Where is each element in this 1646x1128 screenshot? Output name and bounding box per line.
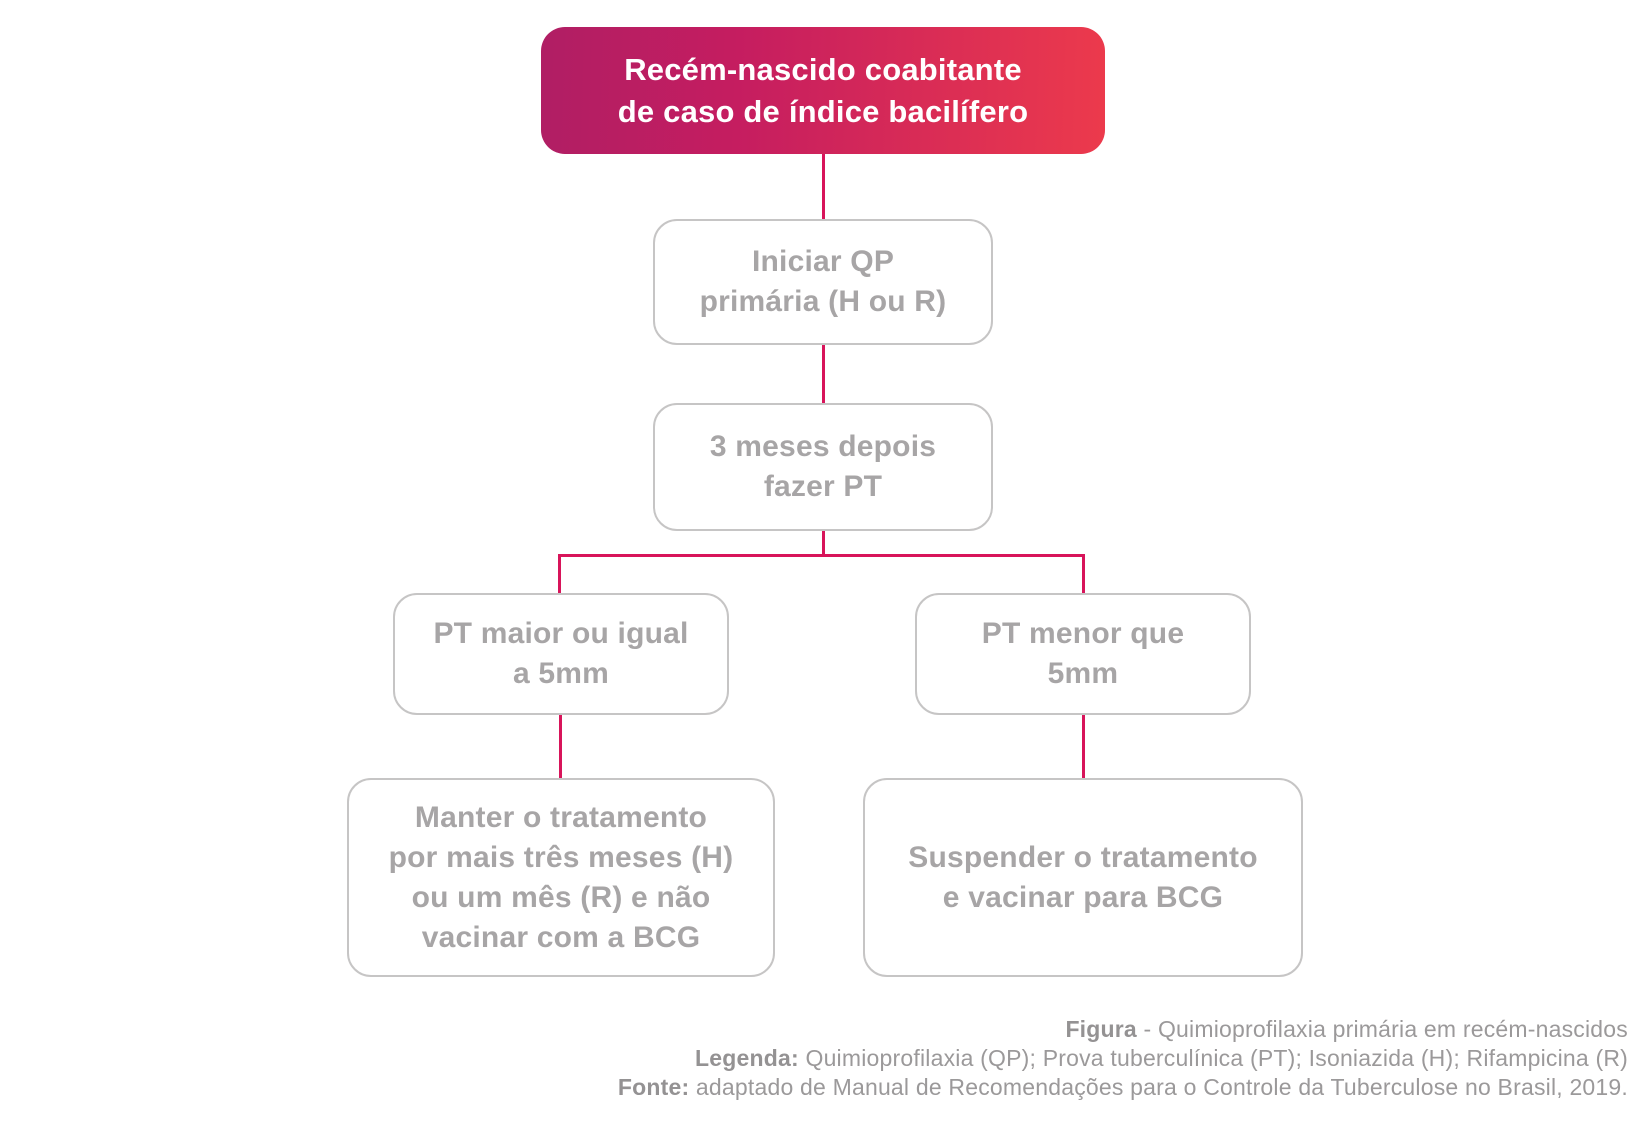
qp-primary-node: Iniciar QP primária (H ou R)	[653, 219, 993, 345]
node-text-line: 3 meses depois	[709, 430, 937, 463]
pt-ge-5mm-node: PT maior ou igual a 5mm	[393, 593, 729, 715]
connector-drop-left	[558, 554, 561, 594]
node-text-line: Recém-nascido coabitante	[624, 51, 1022, 87]
connector-right-branch-to-outcome	[1082, 713, 1085, 779]
caption-legenda-label: Legenda:	[695, 1045, 799, 1071]
node-text-line: Iniciar QP	[751, 245, 895, 278]
caption-fonte-label: Fonte:	[617, 1074, 690, 1100]
node-text-line: Suspender o tratamento	[908, 840, 1258, 874]
connector-qp-to-pt	[822, 344, 825, 404]
connector-left-branch-to-outcome	[559, 713, 562, 779]
node-text-line: ou um mês (R) e não	[411, 880, 711, 914]
node-text-line: 5mm	[1047, 657, 1119, 690]
connector-branch-horizontal	[558, 554, 1085, 557]
node-text-line: por mais três meses (H)	[388, 840, 734, 874]
node-text-line: PT menor que	[981, 617, 1185, 650]
node-text-line: de caso de índice bacilífero	[617, 93, 1029, 129]
maintain-treatment-node: Manter o tratamento por mais três meses …	[347, 778, 775, 977]
connector-drop-right	[1082, 554, 1085, 594]
suspend-treatment-node: Suspender o tratamento e vacinar para BC…	[863, 778, 1303, 977]
figure-caption: Figura - Quimioprofilaxia primária em re…	[618, 1015, 1628, 1102]
caption-fonte-text: adaptado de Manual de Recomendações para…	[689, 1074, 1628, 1100]
root-node: Recém-nascido coabitante de caso de índi…	[541, 27, 1105, 154]
node-text-line: fazer PT	[763, 470, 883, 503]
connector-root-to-qp	[822, 153, 825, 219]
node-text-line: a 5mm	[512, 657, 610, 690]
pt-lt-5mm-node: PT menor que 5mm	[915, 593, 1251, 715]
node-text-line: PT maior ou igual	[433, 617, 689, 650]
pt-3months-node: 3 meses depois fazer PT	[653, 403, 993, 531]
node-text-line: vacinar com a BCG	[421, 920, 701, 954]
connector-pt-stem	[822, 530, 825, 557]
caption-figura-label: Figura	[1065, 1016, 1137, 1042]
caption-legenda-line: Legenda: Quimioprofilaxia (QP); Prova tu…	[618, 1044, 1628, 1073]
caption-fonte-line: Fonte: adaptado de Manual de Recomendaçõ…	[618, 1073, 1628, 1102]
node-text-line: Manter o tratamento	[414, 800, 708, 834]
node-text-line: primária (H ou R)	[699, 285, 947, 318]
caption-legenda-text: Quimioprofilaxia (QP); Prova tuberculíni…	[798, 1045, 1628, 1071]
caption-figura-line: Figura - Quimioprofilaxia primária em re…	[618, 1015, 1628, 1044]
caption-figura-text: - Quimioprofilaxia primária em recém-nas…	[1136, 1016, 1628, 1042]
node-text-line: e vacinar para BCG	[942, 880, 1224, 914]
